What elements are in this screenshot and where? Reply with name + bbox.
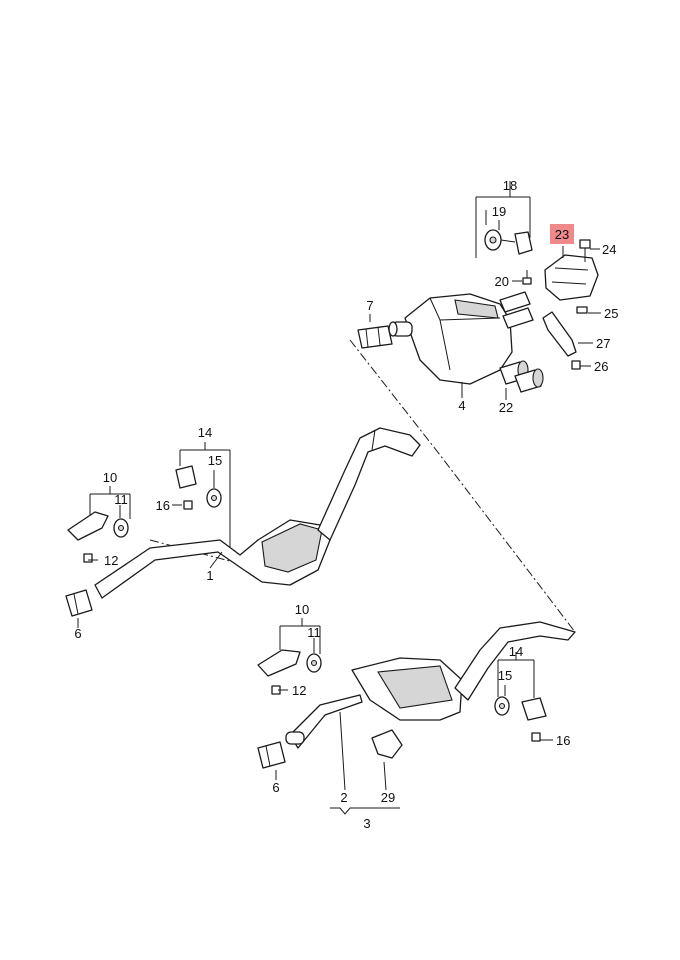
callout-1: 1 [206,568,213,583]
callout-15-upper: 15 [208,453,222,468]
callout-3: 3 [363,816,370,831]
callout-23-highlight [550,224,574,244]
callout-6-upper: 6 [74,626,81,641]
bolt-12-upper [83,553,93,563]
callout-10-lower: 10 [295,602,309,617]
callout-11-lower: 11 [307,625,321,640]
clamp-6-upper [65,589,93,617]
bolt-16-upper [183,500,193,510]
callout-2: 2 [340,790,347,805]
callout-12-upper: 12 [104,553,118,568]
bracket-10-upper [67,511,109,541]
assembly-line [149,539,246,566]
callout-29: 29 [381,790,395,805]
callout-22: 22 [499,400,513,415]
assembly-line [349,339,576,633]
callout-14-lower: 14 [509,644,523,659]
callout-26: 26 [594,359,608,374]
callout-10-upper: 10 [103,470,117,485]
bracket-29 [371,729,403,759]
bracket-14-lower [521,697,547,721]
callout-7: 7 [366,298,373,313]
heat-shield-23 [544,254,599,301]
bracket-10-lower [257,649,301,677]
clamp-6-lower [257,741,286,769]
bolt-26 [571,360,581,370]
rubber-mount-11-lower [306,653,322,673]
rubber-mount-11-upper [113,518,129,538]
callout-18: 18 [503,178,517,193]
bracket-27 [542,311,577,357]
bolt-16-lower [531,732,541,742]
rubber-mount-15-upper [206,488,222,508]
rubber-mount-19 [484,229,533,255]
tailpipe-trim-22 [499,360,544,393]
bracket-14-upper [175,465,197,489]
callout-23: 23 [555,227,569,242]
front-pipe-2 [285,621,576,749]
callout-12-lower: 12 [292,683,306,698]
callout-16-upper: 16 [156,498,170,513]
callout-24: 24 [602,242,616,257]
bolt-24 [579,239,591,262]
callout-27: 27 [596,336,610,351]
callout-16-lower: 16 [556,733,570,748]
front-pipe-with-middle-silencer [94,427,421,599]
leader-lines [77,181,601,815]
callout-4: 4 [458,398,465,413]
callout-11-upper: 11 [114,492,128,507]
rubber-mount-15-lower [494,696,510,716]
callout-20: 20 [495,274,509,289]
callout-25: 25 [604,306,618,321]
bolt-20 [522,270,532,285]
clamp-7 [357,325,393,349]
nut-25 [576,306,588,314]
callout-6-lower: 6 [272,780,279,795]
callout-14-upper: 14 [198,425,212,440]
callout-15-lower: 15 [498,668,512,683]
callout-19: 19 [492,204,506,219]
